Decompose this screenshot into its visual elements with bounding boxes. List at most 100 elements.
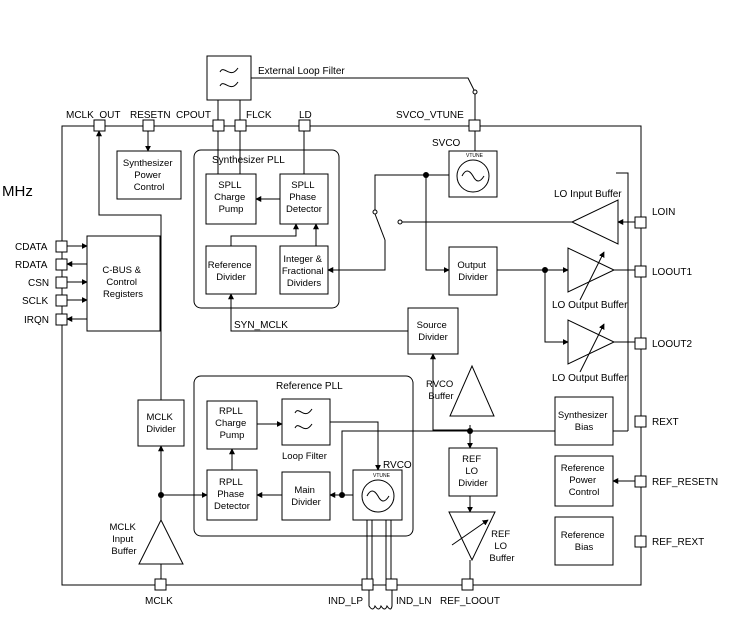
- pin-svco-vtune[interactable]: [468, 119, 481, 132]
- pin-cdata[interactable]: [55, 240, 68, 253]
- mclk-divider-label: MCLK Divider: [146, 412, 176, 435]
- pin-ref-loout[interactable]: [461, 578, 474, 591]
- integer-fractional-dividers-block: [279, 245, 329, 295]
- lo-output-buffer-1: [567, 247, 616, 293]
- reference-bias-block: [554, 516, 614, 566]
- output-divider-label: Output Divider: [457, 260, 488, 283]
- ref-lo-buffer-label: REF LO Buffer: [489, 529, 514, 564]
- pin-csn[interactable]: [55, 276, 68, 289]
- pin-rdata-label: RDATA: [15, 260, 48, 271]
- external-loop-filter-label: External Loop Filter: [258, 66, 345, 77]
- pin-mclk-out[interactable]: [93, 119, 106, 132]
- pin-ref-rext-label: REF_REXT: [652, 537, 704, 548]
- top-pins: MCLK_OUT RESETN CPOUT FLCK LD SVCO_VTUNE: [66, 110, 481, 132]
- reference-bias-label: Reference Bias: [561, 530, 607, 553]
- pin-resetn-label: RESETN: [130, 110, 171, 121]
- integer-fractional-label: Integer & Fractional Dividers: [282, 254, 326, 289]
- pin-sclk-label: SCLK: [22, 296, 48, 307]
- rvco-label: RVCO: [383, 460, 412, 471]
- pin-ind-ln-label: IND_LN: [396, 596, 432, 607]
- left-pins: CDATA RDATA CSN SCLK IRQN: [15, 240, 68, 326]
- pin-irqn-label: IRQN: [24, 315, 49, 326]
- pin-loout2-label: LOOUT2: [652, 339, 692, 350]
- ref-lo-divider-label: REF LO Divider: [458, 454, 488, 489]
- pin-rext[interactable]: [634, 415, 647, 428]
- synth-pll-label: Synthesizer PLL: [212, 155, 285, 166]
- synth-power-control-block: [116, 150, 182, 200]
- switch-icon: [374, 213, 386, 241]
- pin-loout1[interactable]: [634, 265, 647, 278]
- cbus-label: C-BUS & Control Registers: [102, 265, 143, 300]
- output-divider-block: [448, 246, 498, 296]
- pin-sclk[interactable]: [55, 294, 68, 307]
- reference-power-control-block: [554, 455, 614, 507]
- rvco-vtune-tag: VTUNE: [373, 473, 391, 479]
- rpll-phase-detector-block: [206, 469, 258, 521]
- pin-rdata[interactable]: [55, 258, 68, 271]
- inductor-icon: [368, 590, 393, 610]
- rvco-buffer-label: RVCO Buffer: [426, 379, 456, 402]
- synthesizer-bias-label: Synthesizer Bias: [558, 410, 610, 433]
- spll-phase-detector-block: [279, 173, 329, 225]
- pin-irqn[interactable]: [55, 313, 68, 326]
- pin-loin[interactable]: [634, 216, 647, 229]
- pin-mclk-out-label: MCLK_OUT: [66, 110, 120, 121]
- rpll-charge-pump-block: [206, 400, 258, 450]
- pin-ref-loout-label: REF_LOOUT: [440, 596, 500, 607]
- pin-cpout[interactable]: [212, 119, 225, 132]
- spll-charge-pump-label: SPLL Charge Pump: [214, 180, 248, 215]
- source-divider-block: [407, 307, 459, 355]
- pin-rext-label: REXT: [652, 417, 679, 428]
- loop-filter-label: Loop Filter: [282, 451, 327, 462]
- right-pins: LOIN LOOUT1 LOOUT2 REXT REF_RESETN REF_R…: [634, 207, 718, 548]
- ref-lo-divider-block: [448, 447, 498, 497]
- pin-loout2[interactable]: [634, 337, 647, 350]
- synth-power-control-label: Synthesizer Power Control: [123, 158, 175, 193]
- rvco-oscillator-icon: [361, 479, 395, 513]
- rpll-phase-detector-label: RPLL Phase Detector: [214, 477, 250, 512]
- main-divider-label: Main Divider: [291, 485, 321, 508]
- pin-ind-lp[interactable]: [361, 578, 374, 591]
- pin-ind-lp-label: IND_LP: [328, 596, 363, 607]
- stray-mhz-text: MHz: [2, 183, 33, 200]
- svco-label: SVCO: [432, 138, 461, 149]
- spll-phase-detector-label: SPLL Phase Detector: [286, 180, 322, 215]
- lo-output-buffer-2: [567, 319, 616, 365]
- rpll-charge-pump-label: RPLL Charge Pump: [215, 406, 249, 441]
- pin-ref-resetn-label: REF_RESETN: [652, 477, 718, 488]
- filter-icon: [219, 67, 239, 88]
- pin-loout1-label: LOOUT1: [652, 267, 692, 278]
- oscillator-icon: [456, 159, 490, 193]
- reference-power-control-label: Reference Power Control: [561, 463, 607, 498]
- ref-pll-label: Reference PLL: [276, 381, 343, 392]
- pin-flck[interactable]: [234, 119, 247, 132]
- external-loop-filter-box: [206, 55, 252, 101]
- pin-svco-vtune-label: SVCO_VTUNE: [396, 110, 464, 121]
- bottom-pins: MCLK IND_LP IND_LN REF_LOOUT: [145, 578, 500, 607]
- mclk-divider-block: [137, 399, 185, 447]
- source-divider-label: Source Divider: [417, 320, 450, 343]
- svco-vtune-tag: VTUNE: [466, 153, 484, 159]
- lo-output-buffer-1-label: LO Output Buffer: [552, 300, 628, 311]
- lo-output-buffer-2-label: LO Output Buffer: [552, 373, 628, 384]
- mclk-input-buffer-label: MCLK Input Buffer: [109, 522, 138, 557]
- pin-loin-label: LOIN: [652, 207, 675, 218]
- pin-mclk[interactable]: [154, 578, 167, 591]
- pin-csn-label: CSN: [28, 278, 49, 289]
- loop-filter-block: [281, 398, 331, 446]
- synthesizer-bias-block: [554, 396, 614, 446]
- pin-ref-rext[interactable]: [634, 535, 647, 548]
- pin-ld[interactable]: [298, 119, 311, 132]
- reference-divider-label: Reference Divider: [208, 260, 254, 283]
- main-divider-block: [281, 471, 331, 521]
- pin-ld-label: LD: [299, 110, 312, 121]
- lo-input-buffer-label: LO Input Buffer: [554, 189, 622, 200]
- pin-ref-resetn[interactable]: [634, 475, 647, 488]
- syn-mclk-label: SYN_MCLK: [234, 320, 288, 331]
- rvco-buffer: [449, 364, 495, 417]
- pin-resetn[interactable]: [142, 119, 155, 132]
- pin-ind-ln[interactable]: [385, 578, 398, 591]
- pin-cdata-label: CDATA: [15, 242, 48, 253]
- pin-cpout-label: CPOUT: [176, 110, 211, 121]
- cbus-control-registers-block: [86, 235, 161, 332]
